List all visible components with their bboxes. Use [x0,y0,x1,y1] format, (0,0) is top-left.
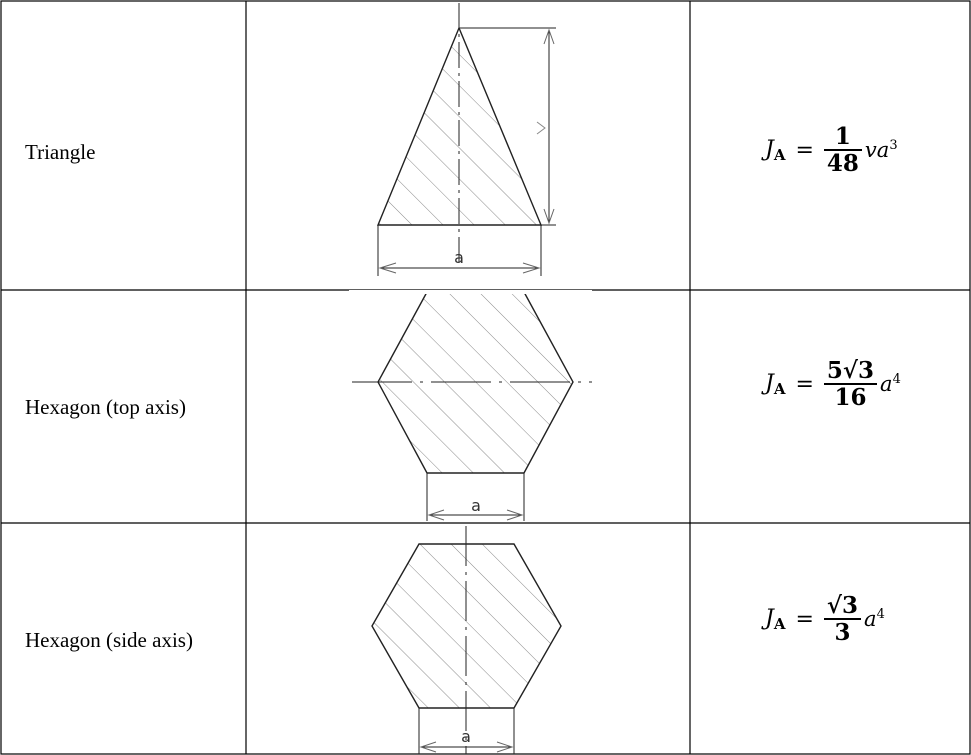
shape-name-hexagon-top-axis: Hexagon (top axis) [25,395,186,419]
fraction-denominator: 3 [834,619,851,647]
formula-fraction: 5√3 16 [823,357,878,412]
formula-lhs: JA [765,370,786,398]
hexagon-side-axis-drawing: a [371,526,562,754]
height-arrow-top [543,28,555,45]
formula-hexagon-top-axis: JA = 5√3 16 a4 [765,358,901,411]
formula-rhs: va3 [864,138,898,163]
base-arrow-left [419,741,437,753]
formula-rhs: a4 [880,372,901,397]
base-arrow-right [522,262,541,274]
base-label: a [461,727,471,746]
formula-equals: = [795,137,814,163]
formula-equals: = [795,371,814,397]
hexagon-top-axis-drawing: a [349,290,592,521]
base-arrow-right [506,509,524,521]
base-arrow-right [496,741,514,753]
formula-triangle: JA = 1 48 va3 [765,124,898,177]
fraction-numerator: √3 [826,592,859,619]
formula-rhs: a4 [864,607,885,632]
base-arrow-left [378,262,397,274]
formula-equals: = [795,606,814,632]
base-label: a [454,248,464,267]
formula-lhs: JA [765,136,786,164]
fraction-numerator: 1 [834,123,851,150]
formula-fraction: √3 3 [823,592,862,647]
height-arrow-bottom [543,208,555,225]
base-label: a [471,496,481,515]
formula-fraction: 1 48 [823,123,862,178]
formula-hexagon-side-axis: JA = √3 3 a4 [765,593,885,646]
shape-name-hexagon-side-axis: Hexagon (side axis) [25,628,193,652]
triangle-drawing: a [376,3,556,276]
fraction-denominator: 48 [826,150,859,178]
shape-name-triangle: Triangle [25,140,96,164]
formula-lhs: JA [765,605,786,633]
fraction-denominator: 16 [834,384,867,412]
height-label-v [536,121,546,135]
base-arrow-left [427,509,445,521]
fraction-numerator: 5√3 [826,357,875,384]
